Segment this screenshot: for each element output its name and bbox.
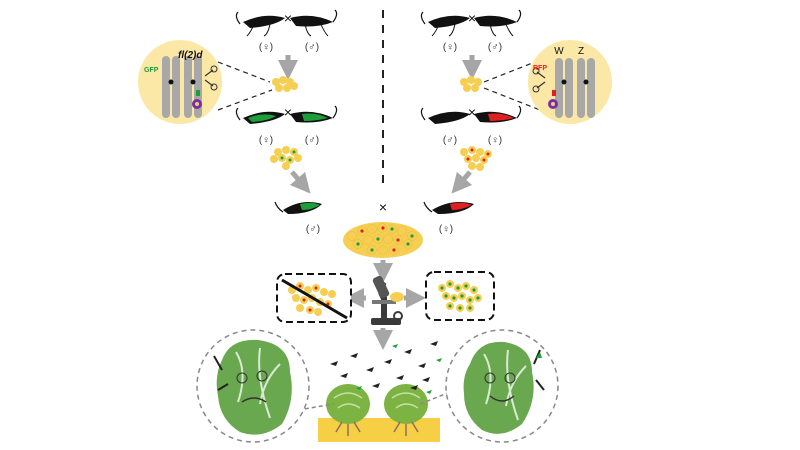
moth-pair-top-right — [420, 9, 522, 37]
egg-cluster-gfp — [270, 146, 302, 170]
cabbage-plant-right — [384, 384, 428, 436]
male-label: (♂) — [488, 42, 502, 53]
cross-symbol: × — [284, 10, 292, 26]
soil-bar — [318, 418, 440, 442]
dashed-pointer — [483, 87, 541, 111]
mixed-egg-cluster — [343, 222, 423, 258]
male-label: (♂) — [305, 42, 319, 53]
male-label: (♂) — [305, 135, 319, 146]
left-chromosome-inset: GFP fl(2)d — [138, 40, 222, 124]
female-label: (♀) — [443, 42, 457, 53]
arrow-diagonal — [451, 170, 473, 194]
dashed-pointer — [217, 89, 273, 111]
right-lineage: × (♀) (♂) × (♂) (♀) — [420, 9, 541, 235]
gfp-marker-label: GFP — [144, 67, 159, 74]
male-label: (♂) — [306, 224, 320, 235]
moth-rfp-female — [423, 201, 474, 214]
gene-label: fl(2)d — [178, 50, 203, 61]
rfp-marker-label: RFP — [533, 65, 547, 72]
female-label: (♀) — [259, 42, 273, 53]
selected-eggs-box — [425, 271, 495, 321]
discarded-eggs-box — [276, 273, 352, 323]
moth-pair-transgenic-left — [235, 105, 338, 124]
cross-symbol: × — [284, 104, 292, 120]
egg-cluster — [272, 76, 298, 92]
dashed-pointer — [297, 403, 335, 411]
dashed-pointer — [483, 59, 541, 83]
dashed-pointer — [419, 391, 451, 405]
male-label: (♂) — [443, 135, 457, 146]
moth-pair-top-left — [235, 9, 338, 37]
egg-cluster-rfp — [460, 146, 492, 171]
right-chromosome-inset: W Z RFP — [528, 40, 612, 124]
moth-gfp-male — [274, 201, 322, 214]
moth-pair-transgenic-right — [420, 105, 522, 124]
cabbage-plant-left — [326, 384, 370, 436]
arrow-diagonal — [289, 170, 311, 194]
released-moths — [330, 341, 442, 394]
left-lineage: × (♀) (♂) × (♀) (♂) — [217, 9, 338, 235]
female-label: (♀) — [488, 135, 502, 146]
egg-cluster — [460, 76, 482, 92]
zoom-circle-right — [445, 329, 559, 443]
female-label: (♀) — [439, 224, 453, 235]
dashed-pointer — [217, 61, 271, 83]
chromosome-z-label: Z — [578, 46, 584, 57]
zoom-circle-left — [196, 329, 310, 443]
cross-symbol: × — [468, 104, 476, 120]
strike-line — [281, 278, 348, 320]
chromosome-w-label: W — [554, 46, 564, 57]
female-label: (♀) — [259, 135, 273, 146]
cross-symbol: × — [379, 199, 387, 215]
microscope-icon — [371, 275, 404, 325]
cross-symbol: × — [468, 10, 476, 26]
